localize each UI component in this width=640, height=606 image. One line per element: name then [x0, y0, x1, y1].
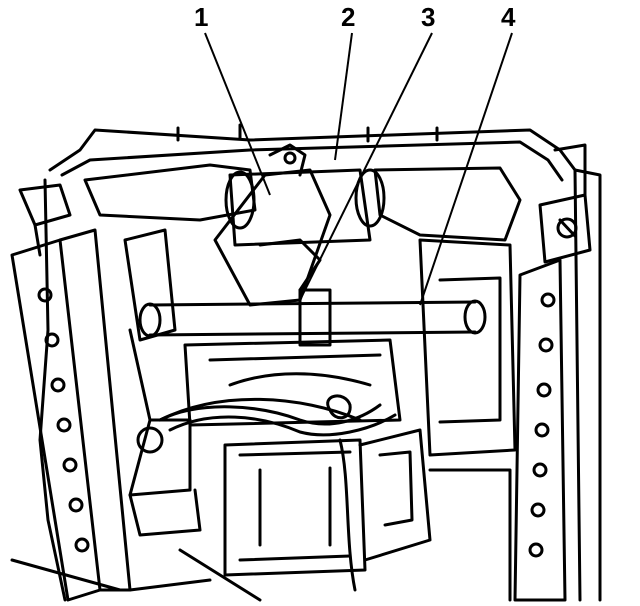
leader-line-1	[204, 32, 271, 196]
leader-line-2	[334, 32, 353, 161]
leader-line-3	[299, 32, 433, 301]
wiring-harness	[158, 394, 397, 602]
callout-4: 4	[501, 2, 516, 32]
fasteners	[176, 123, 439, 143]
callout-2: 2	[341, 2, 355, 32]
callout-1: 1	[194, 2, 208, 32]
leader-line-4	[419, 32, 513, 306]
callout-3: 3	[421, 2, 435, 32]
left-actuator	[123, 228, 202, 537]
leader-lines	[204, 32, 513, 306]
seat-motor	[223, 428, 432, 577]
seat-frame-outline	[38, 128, 582, 602]
right-seat-rail	[513, 143, 602, 602]
lower-track	[10, 468, 512, 602]
right-motor-housing	[418, 238, 517, 457]
upper-cross-member	[83, 143, 522, 247]
